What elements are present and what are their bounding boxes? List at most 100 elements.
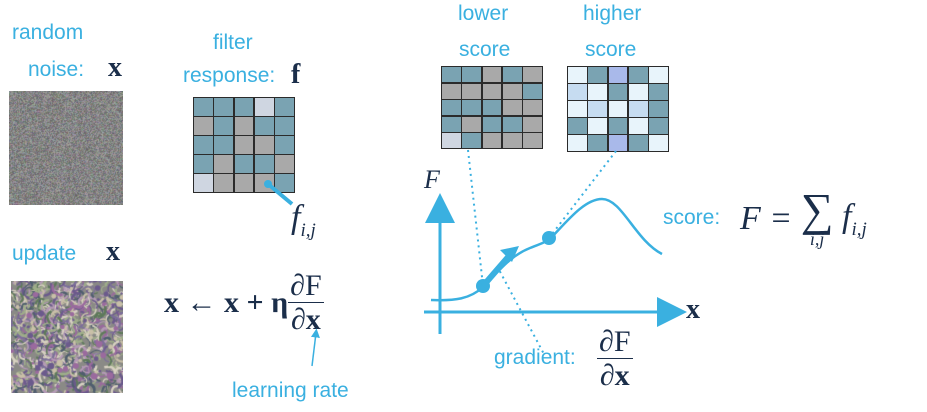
grid-cell (523, 100, 542, 115)
gradient-arrowhead (500, 246, 519, 262)
higher-score-point (542, 231, 556, 245)
gradient-connector (496, 265, 546, 357)
grid-cell (588, 118, 608, 134)
grid-cell (214, 117, 234, 135)
grid-cell (608, 101, 628, 117)
grid-cell (194, 174, 213, 192)
grid-cell (194, 136, 213, 154)
grid-cell (523, 83, 542, 99)
grid-cell (234, 117, 254, 135)
grid-cell (275, 136, 294, 154)
score-curve (430, 197, 663, 302)
grid-cell (568, 135, 587, 151)
grid-cell (254, 98, 274, 116)
f-ij-pointer (266, 182, 294, 206)
grid-cell (462, 100, 482, 115)
sum-subscript: i,j (809, 229, 825, 249)
grid-cell (649, 118, 668, 134)
grid-cell (502, 133, 522, 148)
grid-cell (588, 101, 608, 117)
filter-response-grid (193, 97, 295, 193)
grid-cell (194, 98, 213, 116)
grid-cell (649, 135, 668, 151)
grid-cell (234, 136, 254, 154)
grid-cell (214, 136, 234, 154)
filter-label: filter (213, 31, 253, 54)
higher-score-label: score (585, 38, 637, 61)
grid-cell (254, 136, 274, 154)
grid-cell (628, 84, 648, 100)
lower-score-label: score (459, 38, 511, 61)
grid-cell (234, 155, 254, 173)
grid-cell (649, 67, 668, 83)
grid-cell (462, 133, 482, 148)
grid-cell (442, 133, 461, 148)
gradient-label: gradient: (494, 346, 576, 369)
grid-cell (628, 118, 648, 134)
grid-cell (194, 155, 213, 173)
grid-cell (442, 116, 461, 132)
grid-cell (275, 117, 294, 135)
grid-cell (588, 84, 608, 100)
grid-cell (502, 116, 522, 132)
grid-cell (442, 67, 461, 82)
random-label: random (12, 21, 84, 44)
grid-cell (194, 117, 213, 135)
grid-cell (523, 133, 542, 148)
grid-cell (482, 116, 502, 132)
lower-score-grid (441, 66, 543, 149)
learning-rate-label: learning rate (232, 379, 349, 402)
grid-cell (482, 100, 502, 115)
grid-cell (608, 118, 628, 134)
grid-cell (214, 98, 234, 116)
update-label: update (12, 242, 77, 265)
x-variable-noise: x (108, 52, 122, 83)
learning-fraction: ∂F∂x (288, 269, 324, 336)
gradient-fraction: ∂F∂x (597, 325, 633, 392)
random-noise-image (9, 91, 123, 205)
noise-label: noise: (28, 58, 85, 81)
grid-cell (568, 84, 587, 100)
grid-cell (608, 67, 628, 83)
grid-cell (649, 101, 668, 117)
grid-cell (502, 67, 522, 82)
f-axis-label: F (424, 165, 440, 194)
f-ij-label: fi,j (291, 199, 316, 241)
grid-cell (462, 83, 482, 99)
f-ij-dot (264, 180, 272, 188)
grid-cell (649, 84, 668, 100)
grid-cell (608, 135, 628, 151)
update-equation: x ← x + η∂F∂x (164, 269, 324, 336)
grid-cell (254, 117, 274, 135)
grid-cell (234, 98, 254, 116)
higher-score-connector (548, 150, 617, 239)
grid-cell (214, 155, 234, 173)
grid-cell (523, 116, 542, 132)
score-equation: F = ∑ i,j fi,j (740, 184, 867, 249)
grid-cell (568, 101, 587, 117)
grid-cell (568, 67, 587, 83)
gradient-arrow (480, 254, 512, 288)
grid-cell (442, 83, 461, 99)
score-label: score: (663, 206, 721, 229)
grid-cell (588, 135, 608, 151)
grid-cell (482, 67, 502, 82)
grid-cell (502, 83, 522, 99)
grid-cell (275, 98, 294, 116)
grid-cell (234, 174, 254, 192)
grid-cell (214, 174, 234, 192)
grid-cell (523, 67, 542, 82)
higher-score-grid (567, 66, 669, 152)
grid-cell (275, 155, 294, 173)
grid-cell (462, 116, 482, 132)
x-variable-update: x (106, 236, 120, 267)
higher-label: higher (583, 2, 642, 25)
lower-score-connector (467, 149, 484, 287)
x-axis-label: x (686, 294, 700, 325)
grid-cell (588, 67, 608, 83)
grid-cell (628, 135, 648, 151)
grid-cell (254, 155, 274, 173)
learning-rate-pointer (310, 328, 320, 367)
grid-cell (462, 67, 482, 82)
